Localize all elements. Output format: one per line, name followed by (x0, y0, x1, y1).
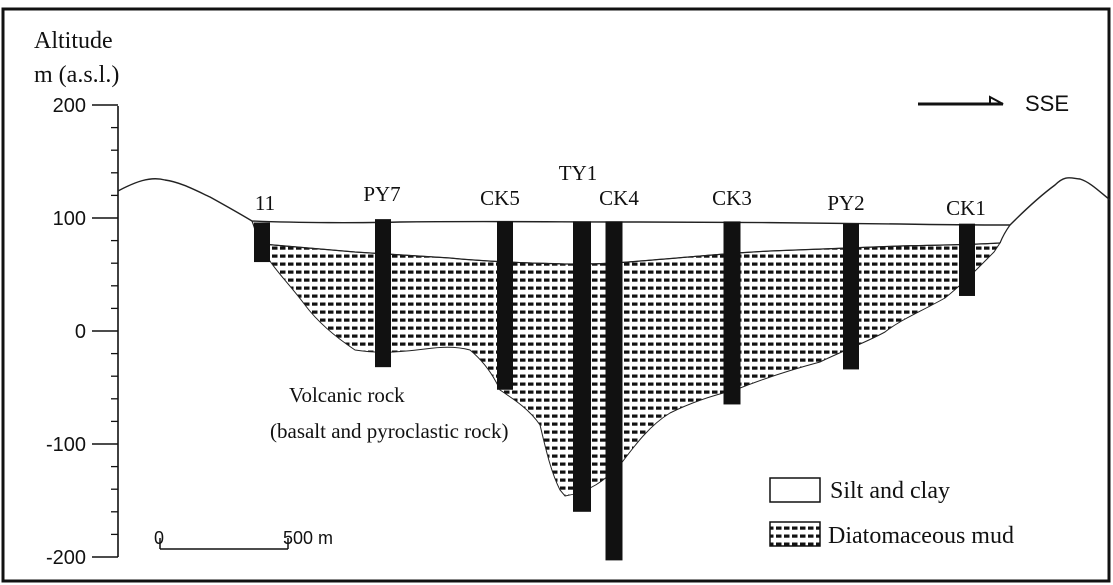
direction-label: SSE (1025, 91, 1069, 116)
borehole-py7 (375, 219, 391, 368)
borehole-label-ck4: CK4 (599, 186, 639, 210)
borehole-label-ty1: TY1 (559, 161, 598, 185)
ground-surface-line (117, 177, 1111, 226)
legend-swatch-diatomaceous-mud (769, 521, 821, 547)
legend-label-diatomaceous-mud: Diatomaceous mud (828, 523, 1014, 549)
borehole-ck1 (959, 223, 975, 296)
figure-frame (1, 7, 1111, 583)
legend-swatch-silt-clay (769, 477, 821, 503)
borehole-label-ck5: CK5 (480, 186, 520, 210)
y-axis-minor-ticks (111, 126, 118, 536)
scale-bar (159, 538, 289, 550)
borehole-11 (254, 222, 270, 263)
borehole-py2 (843, 223, 859, 370)
y-axis-title-line2: m (a.s.l.) (34, 62, 119, 88)
y-axis-title-line1: Altitude (34, 28, 113, 54)
borehole-ck3 (723, 221, 741, 405)
scale-bar-end-label: 500 m (283, 528, 333, 548)
scale-bar-start-label: 0 (154, 528, 164, 548)
borehole-label-ck1: CK1 (946, 196, 986, 220)
y-axis-tick-label: 0 (75, 321, 86, 343)
rock-label-line1: Volcanic rock (289, 383, 405, 407)
y-axis: 200 100 0 -100 -200 (46, 95, 119, 569)
y-axis-tick-label: -200 (46, 547, 86, 569)
y-axis-major-ticks: 200 100 0 -100 -200 (46, 95, 118, 569)
bedrock-right-slope (999, 224, 1011, 244)
borehole-label-py2: PY2 (827, 191, 864, 215)
boreholes (254, 219, 975, 561)
y-axis-tick-label: 200 (53, 95, 86, 117)
borehole-ck4 (605, 221, 623, 561)
borehole-label-py7: PY7 (363, 182, 400, 206)
direction-arrow (918, 95, 1004, 106)
diatomaceous-mud-layer (254, 230, 1001, 497)
borehole-ty1 (573, 221, 591, 512)
legend-label-silt-clay: Silt and clay (830, 478, 950, 504)
y-axis-tick-label: 100 (53, 208, 86, 230)
rock-label-line2: (basalt and pyroclastic rock) (270, 419, 509, 443)
borehole-label-ck3: CK3 (712, 186, 752, 210)
y-axis-tick-label: -100 (46, 434, 86, 456)
legend (769, 477, 821, 547)
borehole-ck5 (497, 221, 513, 390)
borehole-label-11: 11 (255, 191, 275, 215)
